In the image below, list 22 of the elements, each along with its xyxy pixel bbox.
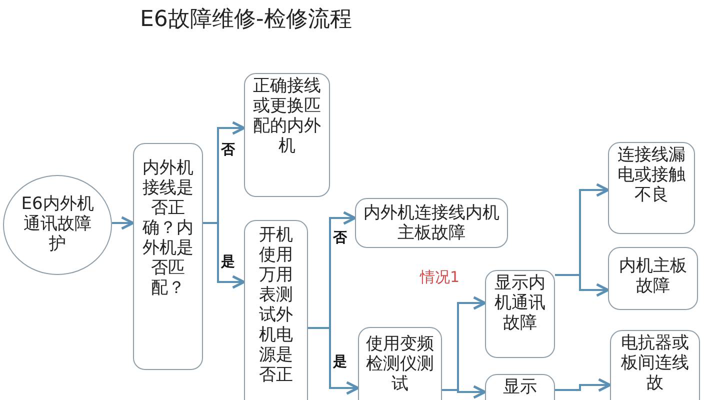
arrow bbox=[555, 378, 612, 392]
diagram-title: E6故障维修-检修流程 bbox=[140, 6, 352, 34]
arrow bbox=[112, 216, 134, 230]
start-ellipse: E6内外机通讯故障护 bbox=[3, 175, 112, 275]
edge-label: 是 bbox=[221, 254, 235, 270]
process-box: 显示内机通讯故障 bbox=[485, 270, 555, 358]
process-box: 开机使用万用表测试外机电源是否正 bbox=[244, 220, 308, 400]
process-box: 电抗器或板间连线故 bbox=[610, 330, 700, 400]
arrow bbox=[555, 274, 610, 297]
process-box: 显示 bbox=[485, 374, 555, 400]
process-box: 连接线漏电或接触不良 bbox=[608, 142, 695, 234]
process-box: 内机主板故障 bbox=[608, 247, 698, 310]
process-box: 正确接线或更换匹配的内外机 bbox=[244, 73, 330, 197]
edge-label: 否 bbox=[221, 142, 235, 158]
process-box: 使用变频检测仪测试 bbox=[358, 327, 442, 400]
edge-label: 是 bbox=[333, 354, 347, 370]
note-text: 情况1 bbox=[420, 268, 460, 287]
process-box: 内外机连接线内机主板故障 bbox=[355, 198, 508, 248]
process-box: 内外机接线是否正确？内外机是否匹配？ bbox=[133, 143, 203, 370]
arrow bbox=[203, 222, 246, 289]
edge-label: 否 bbox=[333, 230, 347, 246]
arrow bbox=[442, 385, 486, 399]
